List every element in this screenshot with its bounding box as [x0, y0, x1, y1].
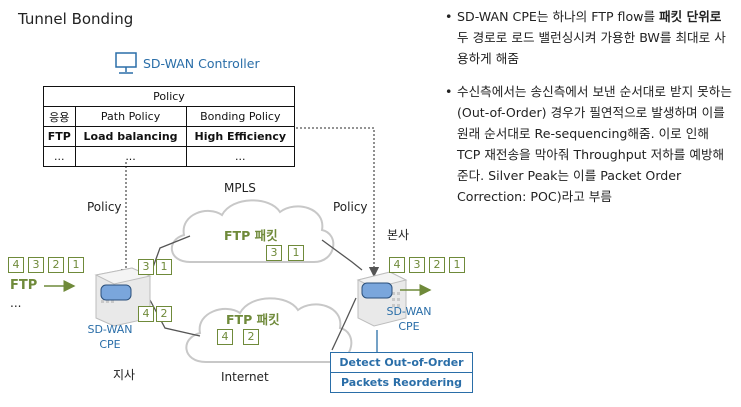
page-title: Tunnel Bonding [18, 10, 134, 28]
hq-cpe-line1: SD-WAN [386, 305, 432, 318]
policy-cell-path: Load balancing [74, 126, 187, 147]
policy-col-path: Path Policy [74, 106, 187, 127]
packet: 3 [28, 257, 44, 273]
packet: 1 [156, 259, 172, 275]
link-lines [149, 235, 363, 351]
branch-cpe-line1: SD-WAN [87, 323, 133, 336]
branch-label: 지사 [113, 368, 136, 382]
packet: 4 [8, 257, 24, 273]
packet: 3 [409, 257, 425, 273]
hq-label: 본사 [387, 228, 410, 242]
internet-label: Internet [221, 370, 269, 384]
detect-out-of-order-box: Detect Out-of-Order [330, 352, 473, 373]
packet: 3 [266, 245, 282, 261]
bullet-1-part1: SD-WAN CPE는 하나의 FTP flow를 [457, 9, 660, 24]
policy-cell-bonding: High Efficiency [185, 126, 296, 147]
policy-ellipsis-3: ... [185, 146, 296, 167]
internet-cloud-label: FTP 패킷 [226, 312, 280, 327]
packet: 1 [449, 257, 465, 273]
policy-ellipsis-2: ... [74, 146, 187, 167]
hq-cpe-label: SD-WAN CPE [381, 304, 437, 334]
packet: 2 [156, 306, 172, 322]
branch-cpe-line2: CPE [99, 338, 121, 351]
packet: 1 [68, 257, 84, 273]
policy-label-right: Policy [333, 200, 368, 214]
packet: 2 [243, 329, 259, 345]
packet: 4 [389, 257, 405, 273]
mpls-cloud-label: FTP 패킷 [224, 228, 278, 243]
packet: 4 [217, 329, 233, 345]
controller-label: SD-WAN Controller [143, 56, 260, 71]
policy-table-header: Policy [43, 86, 295, 107]
policy-table: Policy 응용 Path Policy Bonding Policy FTP… [43, 86, 296, 167]
packet: 4 [138, 306, 154, 322]
policy-col-bonding: Bonding Policy [185, 106, 296, 127]
packet: 2 [48, 257, 64, 273]
flow-arrows [44, 280, 432, 296]
hq-cpe-device [356, 271, 408, 327]
bullet-1-bold: 패킷 단위로 [659, 9, 722, 24]
bullet-2: 수신측에서는 송신측에서 보낸 순서대로 받지 못하는 (Out-of-Orde… [445, 81, 735, 207]
policy-label-left: Policy [87, 200, 122, 214]
ftp-ellipsis: ... [10, 296, 22, 310]
monitor-icon [115, 52, 137, 74]
policy-cell-app: FTP [43, 126, 76, 147]
internet-cloud [185, 297, 353, 363]
packet: 3 [138, 259, 154, 275]
packets-reordering-box: Packets Reordering [330, 372, 473, 393]
bullet-1: SD-WAN CPE는 하나의 FTP flow를 패킷 단위로 두 경로로 로… [445, 6, 735, 69]
bullet-1-part2: 두 경로로 로드 밸런싱시켜 가용한 BW를 최대로 사용하게 해줌 [457, 30, 726, 66]
explanation-bullets: SD-WAN CPE는 하나의 FTP flow를 패킷 단위로 두 경로로 로… [445, 6, 735, 219]
branch-cpe-label: SD-WAN CPE [82, 322, 138, 352]
packet: 2 [429, 257, 445, 273]
hq-cpe-line2: CPE [398, 320, 420, 333]
ftp-label: FTP [10, 278, 38, 293]
policy-dotted-lines [120, 127, 380, 280]
policy-ellipsis-1: ... [43, 146, 76, 167]
policy-col-app: 응용 [43, 106, 76, 127]
packet: 1 [288, 245, 304, 261]
mpls-label: MPLS [224, 181, 256, 195]
